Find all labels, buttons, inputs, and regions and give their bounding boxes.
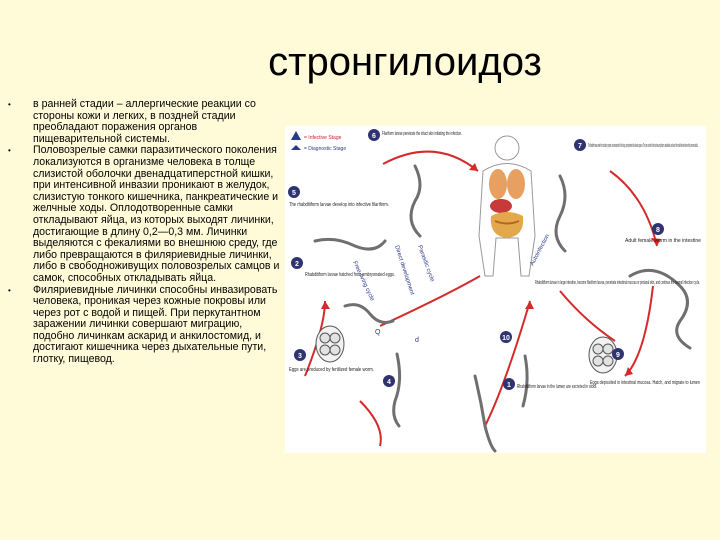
caption-step-5: The rhabditiform larvae develop into inf… xyxy=(289,202,389,208)
badge-3: 3 xyxy=(298,353,302,360)
badge-5: 5 xyxy=(292,190,296,197)
caption-step-6: Filariform larvae penetrate the intact s… xyxy=(382,131,462,137)
badge-6: 6 xyxy=(372,133,376,140)
label-male-symbol: d xyxy=(415,337,419,344)
slide-title: стронгилоидоз xyxy=(268,40,542,84)
label-free-living-cycle: Free-living cycle xyxy=(351,260,375,302)
egg-illustration-right xyxy=(588,336,618,374)
caption-step-3: Eggs are produced by fertilized female w… xyxy=(289,367,374,373)
bullet-item-adult-females: Половозрелые самки паразитического покол… xyxy=(8,145,280,284)
badge-10: 10 xyxy=(502,335,510,342)
cycle-arrows xyxy=(304,150,658,447)
bullet-item-filariform-larvae: Филяриевидные личинки способны инвазиров… xyxy=(8,284,280,366)
bullet-item-early-stage: в ранней стадии – аллергические реакции … xyxy=(8,98,280,145)
caption-step-7: The filariform larvae enter the circulat… xyxy=(588,143,698,149)
bullet-list: в ранней стадии – аллергические реакции … xyxy=(8,98,280,366)
badge-4: 4 xyxy=(387,379,391,386)
caption-step-9: Eggs deposited in intestinal mucosa. Hat… xyxy=(590,380,700,386)
arrowheads xyxy=(321,163,661,376)
infective-stage-icon xyxy=(291,131,301,140)
badge-1: 1 xyxy=(507,382,511,389)
label-direct-development: Direct development xyxy=(393,245,415,296)
step-badges: 6 7 8 9 10 1 2 3 5 4 xyxy=(288,129,664,390)
badge-7: 7 xyxy=(578,143,582,150)
lifecycle-diagram: = Infective Stage = Diagnostic Stage xyxy=(285,126,706,453)
badge-2: 2 xyxy=(295,261,299,268)
egg-illustration-left xyxy=(315,325,345,363)
legend-infective-label: = Infective Stage xyxy=(304,135,342,141)
caption-step-8: Adult female worm in the intestine xyxy=(625,238,701,244)
badge-8: 8 xyxy=(656,227,660,234)
worm-illustrations xyxy=(313,164,692,453)
human-figure-icon xyxy=(478,135,536,277)
caption-step-10: Rhabditiform larvae in large intestine, … xyxy=(535,280,700,286)
label-parasitic-cycle: Parasitic cycle xyxy=(416,245,435,284)
diagram-legend: = Infective Stage = Diagnostic Stage xyxy=(291,131,346,152)
caption-step-2: Rhabditiform larvae hatched from embryon… xyxy=(305,272,395,278)
label-female-symbol: Q xyxy=(375,329,381,336)
caption-step-1: Rhabditiform larvae in the lumen are exc… xyxy=(517,384,597,390)
legend-diagnostic-label: = Diagnostic Stage xyxy=(304,146,346,152)
diagnostic-stage-icon xyxy=(291,145,301,150)
badge-9: 9 xyxy=(616,352,620,359)
